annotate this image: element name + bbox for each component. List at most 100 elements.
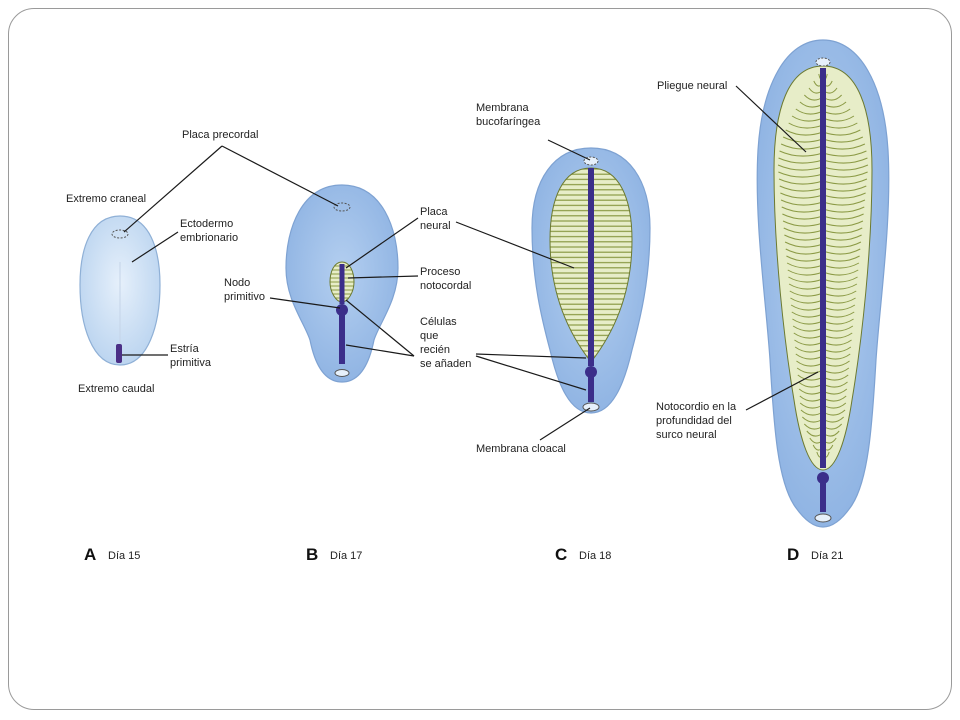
neural-fold-line (822, 143, 866, 150)
notochord-c (588, 168, 594, 366)
neural-fold-line (779, 185, 824, 192)
neural-fold-line (782, 136, 824, 143)
neural-fold-line (789, 290, 824, 297)
label-celulas-1: Células (420, 316, 457, 328)
cloacal-membrane-b (334, 369, 350, 377)
neural-fold-line (782, 220, 824, 227)
panel-day-a: Día 15 (108, 550, 140, 562)
cloacal-membrane-d (814, 513, 832, 523)
neural-fold-line (780, 199, 824, 206)
neural-fold-line (785, 248, 824, 255)
leader-lines (122, 85, 819, 441)
neural-fold-line (780, 143, 824, 150)
neural-fold-line (786, 255, 824, 262)
panel-day-c: Día 18 (579, 550, 611, 562)
neural-fold-line (822, 136, 864, 143)
label-notocordio-2: profundidad del (656, 415, 732, 427)
notochordal-process-b (339, 264, 345, 304)
neural-fold-line (822, 213, 864, 220)
label-placa-neural-1: Placa (420, 206, 448, 218)
embryo-a (79, 215, 161, 366)
neural-fold-line (822, 283, 858, 290)
label-nodo-2: primitivo (224, 291, 265, 303)
neural-fold-line (778, 178, 824, 185)
neural-fold-line (788, 283, 824, 290)
neural-fold-line (822, 227, 863, 234)
neural-fold-line (822, 199, 866, 206)
prechordal-plate-a (111, 229, 129, 239)
label-placa-precordal: Placa precordal (182, 129, 258, 141)
neural-fold-line (822, 234, 862, 241)
label-membrana-buco-1: Membrana (476, 102, 529, 114)
label-celulas-4: se añaden (420, 358, 471, 370)
neural-fold-line (822, 157, 868, 164)
notochord-d (820, 68, 826, 468)
neural-fold-line (822, 262, 860, 269)
neural-fold-line (822, 241, 862, 248)
label-proceso-2: notocordal (420, 280, 471, 292)
neural-fold-line (786, 262, 824, 269)
label-extremo-craneal: Extremo craneal (66, 193, 146, 205)
panel-letter-b: B (306, 545, 318, 564)
neural-fold-line (779, 150, 824, 157)
embryo-c (531, 147, 651, 414)
label-nodo-1: Nodo (224, 277, 250, 289)
neural-fold-line (822, 269, 859, 276)
neural-fold-line (785, 129, 824, 136)
primitive-streak-c (588, 376, 594, 402)
neural-fold-line (777, 164, 824, 171)
neural-fold-line (778, 157, 824, 164)
panel-day-d: Día 21 (811, 550, 843, 562)
panel-letter-c: C (555, 545, 567, 564)
neural-fold-line (822, 206, 865, 213)
neural-fold-line (822, 192, 866, 199)
label-celulas-2: que (420, 330, 438, 342)
panel-letter-a: A (84, 545, 96, 564)
neural-fold-line (784, 234, 824, 241)
neural-fold-line (822, 185, 867, 192)
neural-fold-line (822, 255, 860, 262)
label-proceso-1: Proceso (420, 266, 460, 278)
label-membrana-cloacal: Membrana cloacal (476, 443, 566, 455)
neural-fold-line (822, 178, 868, 185)
cloacal-membrane-c (582, 402, 600, 412)
panel-day-b: Día 17 (330, 550, 362, 562)
label-notocordio-1: Notocordio en la (656, 401, 737, 413)
label-placa-neural-2: neural (420, 220, 451, 232)
embryo-d (756, 39, 890, 528)
label-membrana-buco-2: bucofaríngea (476, 116, 541, 128)
neural-fold-line (822, 276, 858, 283)
label-ectodermo-2: embrionario (180, 232, 238, 244)
neural-fold-line (822, 164, 869, 171)
neural-fold-line (778, 171, 824, 178)
neural-fold-line (781, 206, 824, 213)
label-pliegue-neural: Pliegue neural (657, 80, 727, 92)
primitive-node-b (336, 304, 348, 316)
neural-fold-line (822, 129, 861, 136)
neural-fold-line (822, 248, 861, 255)
prechordal-plate-b (333, 202, 351, 212)
labels: Placa precordal Extremo craneal Ectoderm… (66, 80, 737, 455)
neural-fold-line (788, 122, 824, 129)
label-estria-2: primitiva (170, 357, 212, 369)
neural-fold-line (787, 269, 824, 276)
label-estria-1: Estría (170, 343, 200, 355)
neural-fold-line (784, 241, 824, 248)
label-celulas-3: recién (420, 344, 450, 356)
primitive-node-d (817, 472, 829, 484)
primitive-streak-a (116, 344, 122, 363)
primitive-streak-b (339, 314, 345, 364)
embryo-b (285, 184, 399, 383)
neural-fold-line (822, 150, 867, 157)
label-notocordio-3: surco neural (656, 429, 717, 441)
neural-fold-line (780, 192, 824, 199)
buccopharyngeal-membrane-d (815, 57, 831, 67)
neural-fold-line (783, 227, 824, 234)
label-ectodermo-1: Ectodermo (180, 218, 233, 230)
neural-fold-line (822, 122, 858, 129)
neural-fold-line (822, 220, 864, 227)
label-extremo-caudal: Extremo caudal (78, 383, 154, 395)
panel-captions: A Día 15 B Día 17 C Día 18 D Día 21 (84, 545, 843, 564)
primitive-node-c (585, 366, 597, 378)
